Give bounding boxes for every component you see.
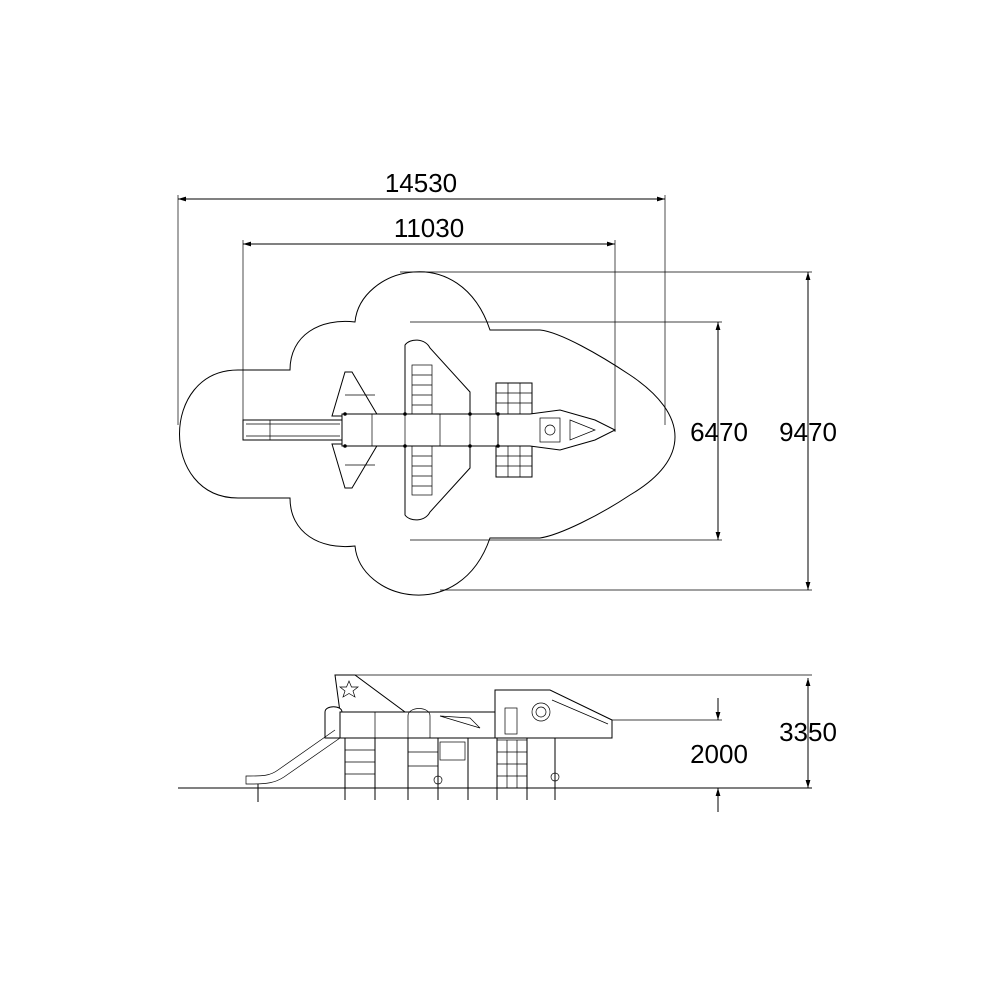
fuselage-elevation [339,711,496,739]
climbing-net-bottom [495,445,533,478]
plan-view: 14530 11030 6470 9470 [177,168,837,596]
support-posts [344,738,556,800]
dim-text-overall-length: 14530 [385,168,457,198]
cockpit-window [539,417,561,443]
dim-text-structure-width: 6470 [690,417,748,447]
ladder-top [411,364,433,415]
wing-bottom [404,445,471,521]
dim-text-overall-width: 9470 [779,417,837,447]
wing-top [404,339,471,415]
climbing-net-top [495,382,533,415]
panel-elevation [439,741,466,761]
ladder-elevation [345,749,438,775]
dim-text-overall-height: 3350 [779,717,837,747]
cockpit-elevation [494,689,613,739]
tail-elevation [334,674,407,713]
side-elevation: 3350 2000 [178,674,837,812]
steering-wheel [544,424,556,436]
dim-text-platform-height: 2000 [690,739,748,769]
wheel-left [433,775,443,785]
slide-elevation [245,729,341,785]
slide-plan [242,419,344,441]
climbing-net-elevation [496,739,528,789]
safety-zone-outline [179,271,676,596]
fuselage-platform [341,413,499,447]
slide-tower-hood [324,706,343,739]
ladder-bottom [411,445,433,496]
cockpit-nose [497,409,617,451]
wheel-right [550,772,560,782]
dim-text-structure-length: 11030 [394,213,464,243]
tail-fin-bottom [331,443,379,489]
star-icon [339,680,359,698]
tail-fin-top [331,371,379,417]
porthole [531,702,551,722]
structure-plan [242,339,617,521]
